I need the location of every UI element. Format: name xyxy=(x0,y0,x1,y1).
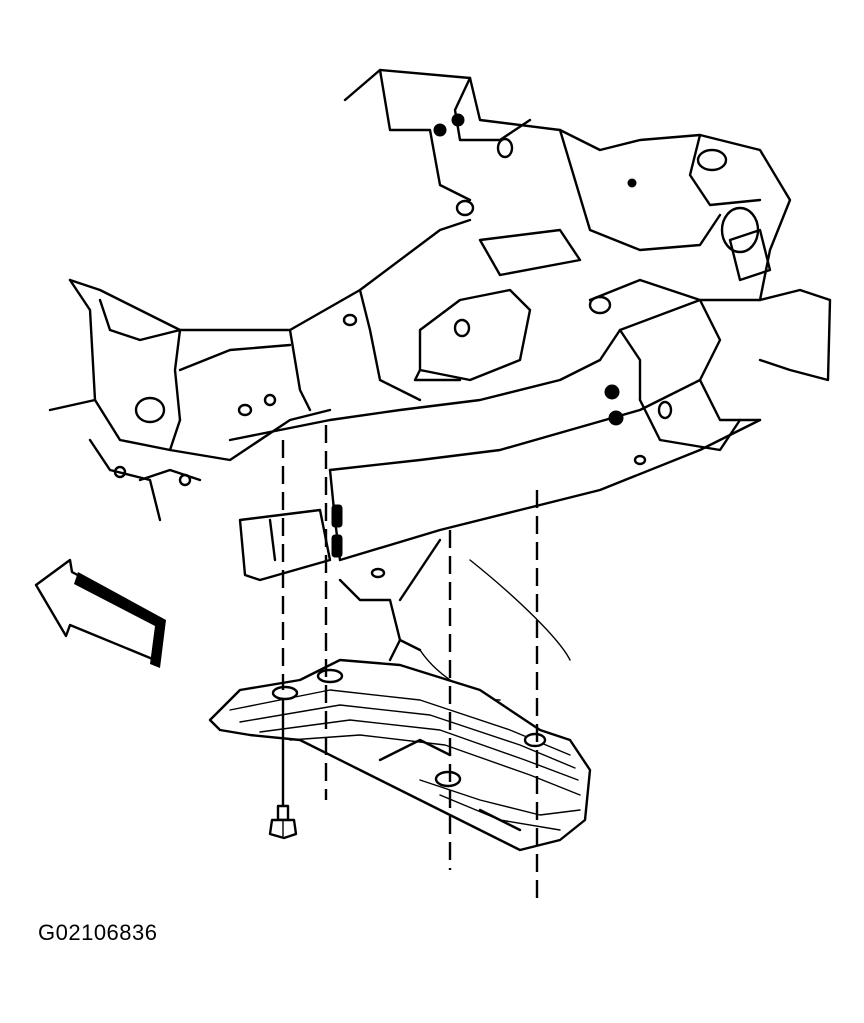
upper-frame-assembly xyxy=(343,68,832,382)
figure-id-label: G02106836 xyxy=(38,920,158,945)
arrow-forward-icon xyxy=(34,558,166,668)
bolt-icon xyxy=(268,804,298,840)
frame-rails xyxy=(48,218,762,582)
bolt-alignment-lines xyxy=(281,425,539,900)
skid-plate-shield xyxy=(208,658,592,852)
